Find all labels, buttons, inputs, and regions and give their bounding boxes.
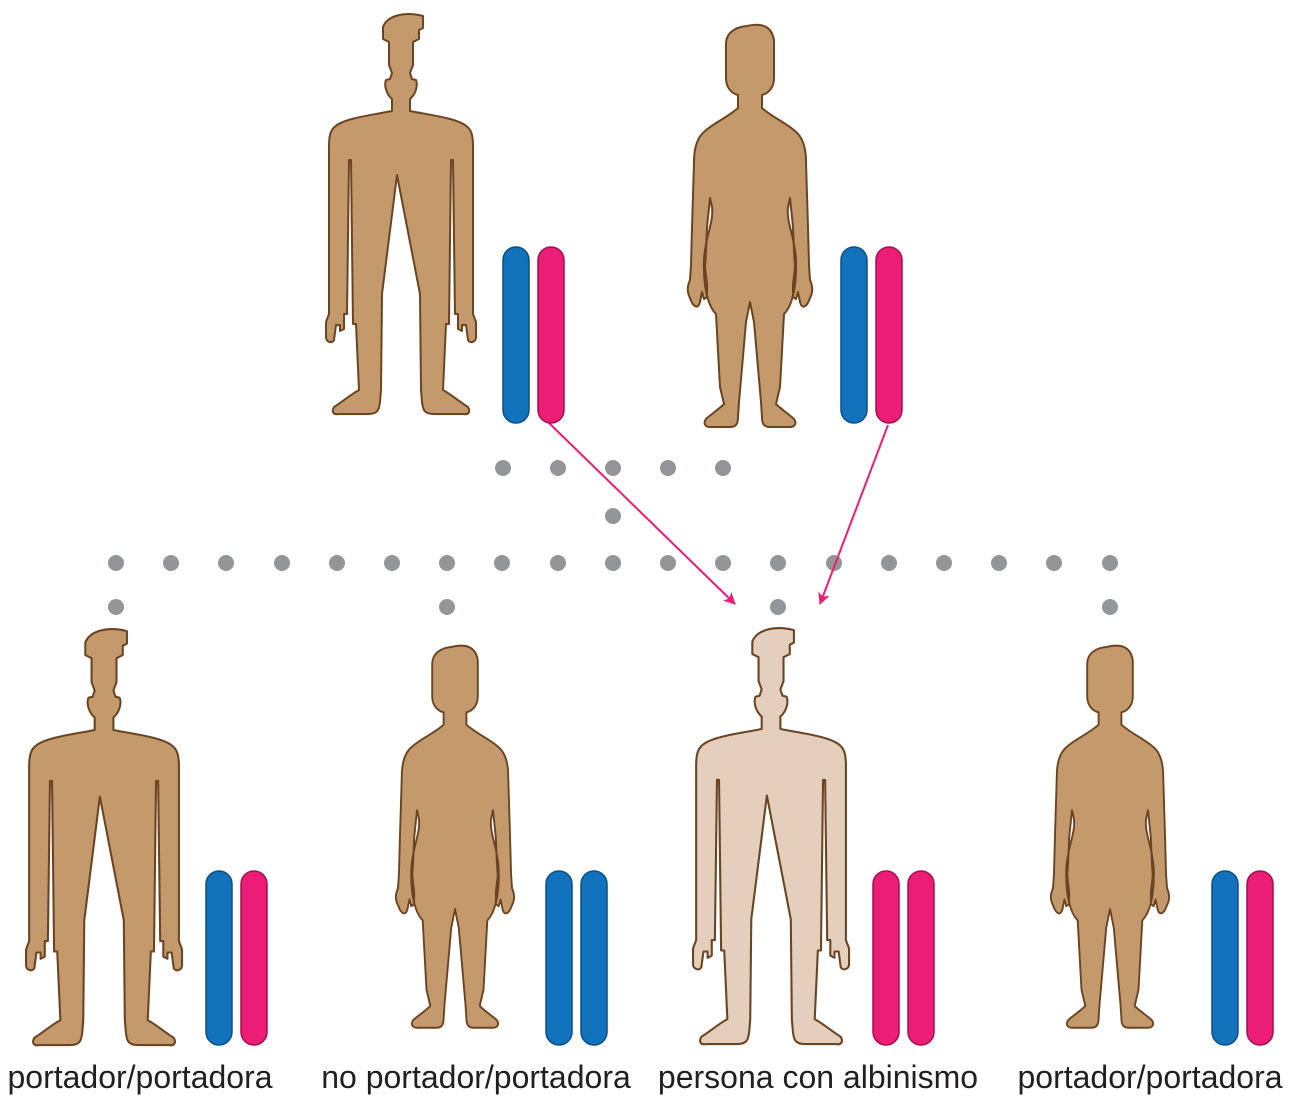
inheritance-arrow — [549, 423, 735, 604]
connector-dot — [991, 555, 1007, 571]
people — [26, 14, 1273, 1045]
connector-dot — [770, 599, 786, 615]
typical-allele-chromosome — [841, 247, 867, 423]
child-1-label: portador/portadora — [0, 1057, 305, 1097]
connector-dot — [108, 555, 124, 571]
connector-dot — [715, 555, 731, 571]
child-4-label: portador/portadora — [985, 1057, 1290, 1097]
pedigree-connector-dots — [108, 460, 1118, 615]
connector-dot — [329, 555, 345, 571]
child-3-label: persona con albinismo — [653, 1057, 983, 1097]
albinism-allele-chromosome — [908, 871, 934, 1045]
connector-dot — [605, 555, 621, 571]
woman-silhouette-icon — [688, 25, 813, 427]
albinism-allele-chromosome — [538, 247, 564, 423]
typical-allele-chromosome — [503, 247, 529, 423]
parent-1 — [326, 14, 564, 423]
connector-dot — [163, 555, 179, 571]
connector-dot — [495, 460, 511, 476]
connector-dot — [660, 555, 676, 571]
connector-dot — [1102, 599, 1118, 615]
man-silhouette-icon — [26, 629, 182, 1045]
child-2-label: no portador/portadora — [311, 1057, 641, 1097]
woman-silhouette-icon — [1051, 646, 1169, 1028]
typical-allele-chromosome — [581, 871, 607, 1045]
connector-dot — [660, 460, 676, 476]
inheritance-arrow — [820, 425, 888, 604]
connector-dot — [770, 555, 786, 571]
typical-allele-chromosome — [206, 871, 232, 1045]
connector-dot — [605, 460, 621, 476]
connector-dot — [494, 555, 510, 571]
connector-dot — [274, 555, 290, 571]
connector-dot — [1102, 555, 1118, 571]
child-2 — [396, 646, 607, 1045]
connector-dot — [715, 460, 731, 476]
inheritance-arrows — [549, 423, 888, 604]
connector-dot — [439, 599, 455, 615]
typical-allele-chromosome — [1212, 871, 1238, 1045]
albinism-allele-chromosome — [876, 247, 902, 423]
connector-dot — [605, 508, 621, 524]
connector-dot — [108, 599, 124, 615]
typical-allele-chromosome — [546, 871, 572, 1045]
child-4 — [1051, 646, 1273, 1045]
connector-dot — [881, 555, 897, 571]
child-1 — [26, 629, 267, 1045]
woman-silhouette-icon — [396, 646, 514, 1028]
connector-dot — [384, 555, 400, 571]
albinism-allele-chromosome — [873, 871, 899, 1045]
connector-dot — [218, 555, 234, 571]
connector-dot — [550, 555, 566, 571]
connector-dot — [550, 460, 566, 476]
parent-2 — [688, 25, 902, 427]
albinism-allele-chromosome — [241, 871, 267, 1045]
man-silhouette-icon — [326, 14, 476, 414]
man-silhouette-icon — [693, 628, 849, 1044]
connector-dot — [1046, 555, 1062, 571]
child-3 — [693, 628, 934, 1045]
albinism-allele-chromosome — [1247, 871, 1273, 1045]
connector-dot — [439, 555, 455, 571]
connector-dot — [936, 555, 952, 571]
